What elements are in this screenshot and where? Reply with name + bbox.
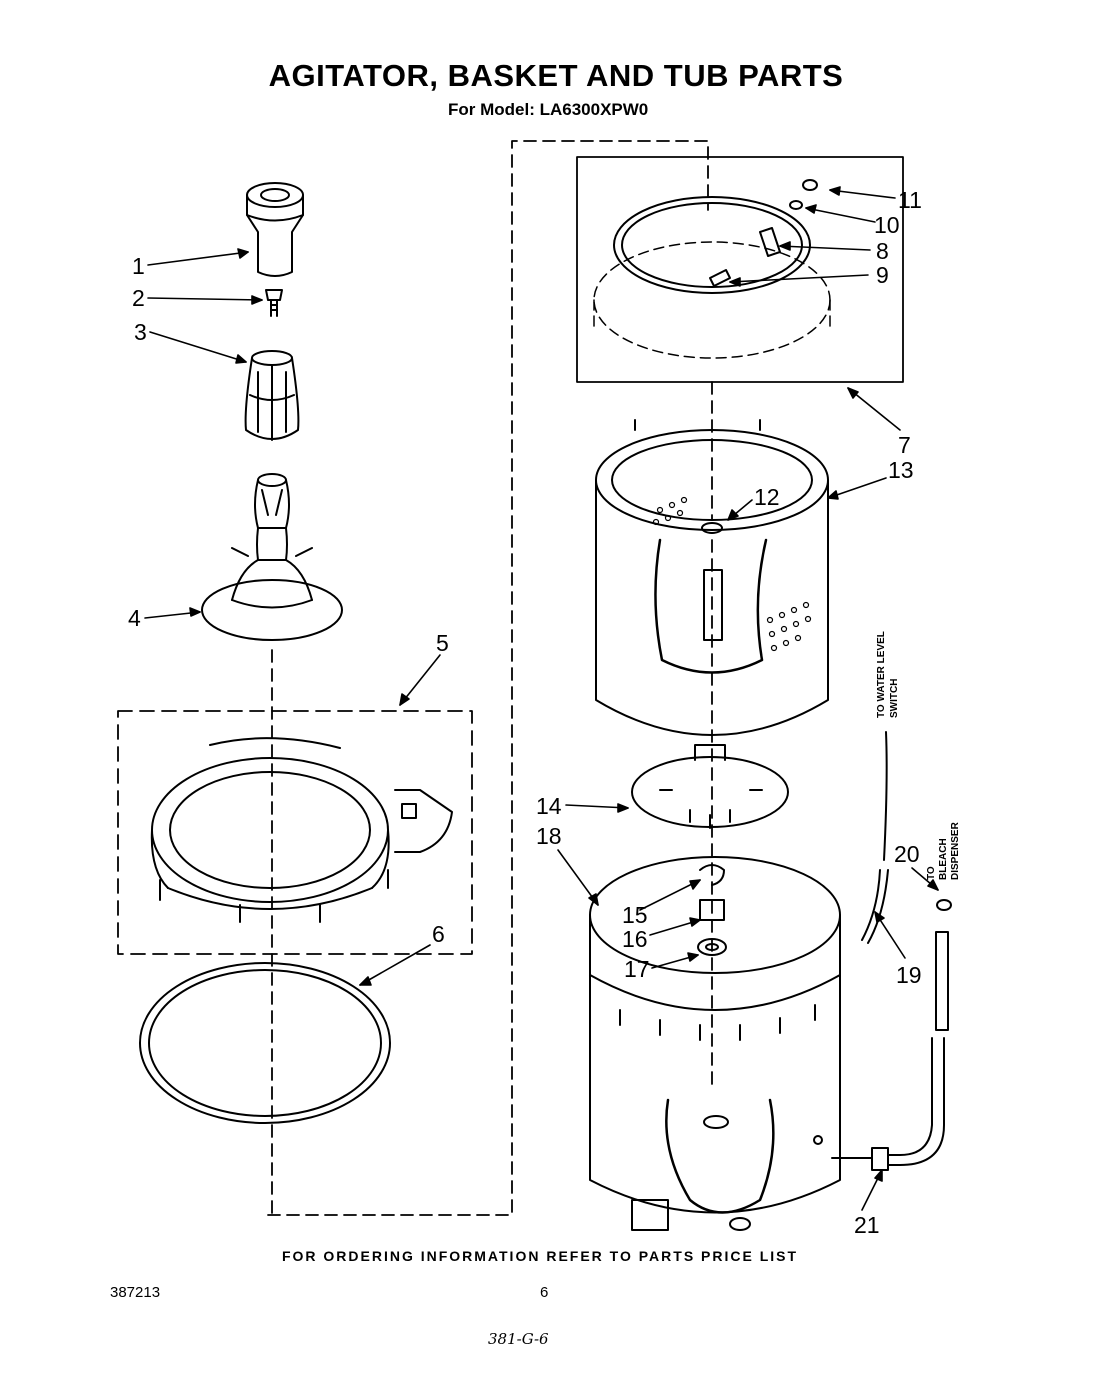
callout-6: 6	[432, 921, 445, 947]
callout-13: 13	[888, 457, 914, 483]
water-level-label-line1: TO WATER LEVEL	[876, 631, 887, 718]
bleach-label-line3: DISPENSER	[950, 821, 961, 880]
callout-21: 21	[854, 1212, 880, 1238]
balance-ring-part	[593, 196, 831, 359]
callout-16: 16	[622, 926, 648, 952]
tub-seal-part	[139, 962, 391, 1124]
balance-ring-hardware	[709, 179, 818, 287]
callout-1: 1	[132, 253, 145, 279]
callout-14: 14	[536, 793, 562, 819]
agitator-cam-part	[244, 350, 300, 441]
outer-tub-part	[589, 856, 841, 1231]
callout-leaders	[144, 186, 939, 1211]
tub-ring-part	[150, 737, 453, 923]
callout-3: 3	[134, 319, 147, 345]
callout-18: 18	[536, 823, 562, 849]
agitator-cap-part	[246, 182, 304, 277]
bolt-part	[265, 289, 283, 317]
balance-ring-group-box	[576, 156, 904, 383]
document-number: 387213	[110, 1284, 161, 1301]
callout-19: 19	[896, 962, 922, 988]
callout-17: 17	[624, 956, 650, 982]
callout-10: 10	[874, 212, 900, 238]
callout-11: 11	[898, 187, 922, 213]
callout-2: 2	[132, 285, 145, 311]
callout-8: 8	[876, 238, 889, 264]
basket-hub-part	[631, 744, 789, 829]
drive-hardware-parts	[697, 864, 727, 956]
callout-4: 4	[128, 605, 141, 631]
callout-5: 5	[436, 630, 449, 656]
handwritten-note: 381-G-6	[488, 1330, 549, 1348]
water-level-label-line2: SWITCH	[889, 679, 900, 718]
callout-7: 7	[898, 432, 911, 458]
bleach-label-line2: BLEACH	[938, 838, 949, 880]
callout-9: 9	[876, 262, 889, 288]
callout-20: 20	[894, 841, 920, 867]
connecting-dashed-line	[267, 140, 709, 1216]
page-number: 6	[540, 1284, 549, 1301]
callout-15: 15	[622, 902, 648, 928]
wash-basket-part	[595, 419, 829, 736]
page-title: AGITATOR, BASKET AND TUB PARTS	[268, 58, 844, 93]
model-subtitle: For Model: LA6300XPW0	[448, 100, 649, 119]
hoses-parts	[831, 731, 952, 1171]
ordering-note: FOR ORDERING INFORMATION REFER TO PARTS …	[281, 1248, 799, 1264]
callout-12: 12	[754, 484, 780, 510]
agitator-part	[201, 473, 343, 641]
bleach-label-line1: TO	[926, 866, 937, 880]
tub-ring-group-box	[117, 710, 473, 955]
